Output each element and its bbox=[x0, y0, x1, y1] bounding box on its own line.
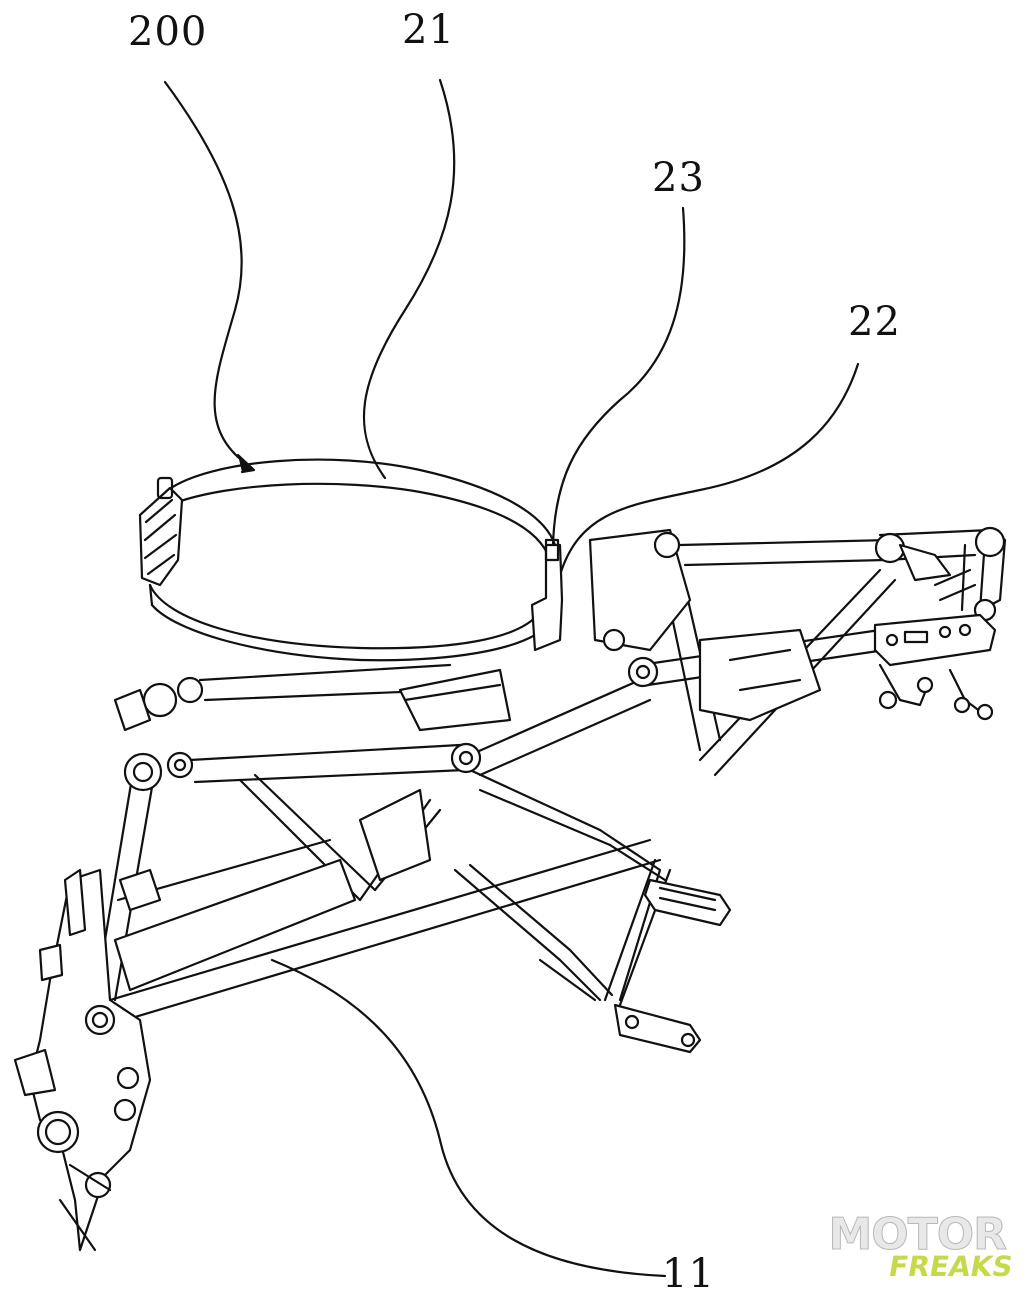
reference-label-21: 21 bbox=[402, 7, 455, 53]
watermark-line2: FREAKS bbox=[885, 1250, 1015, 1283]
reference-label-23: 23 bbox=[652, 155, 705, 201]
strap-assembly bbox=[138, 458, 564, 662]
leader-11 bbox=[270, 958, 667, 1278]
strap-outer-top bbox=[166, 458, 557, 547]
frame-joints bbox=[123, 526, 1006, 792]
leader-200 bbox=[163, 80, 254, 470]
leader-23 bbox=[551, 206, 686, 547]
strap-end-left bbox=[148, 583, 154, 607]
watermark-line1: MOTOR bbox=[828, 1209, 1007, 1260]
leader-200-arrow bbox=[236, 453, 256, 474]
bracket-23 bbox=[530, 543, 564, 652]
watermark-logo: MOTOR FREAKS bbox=[828, 1212, 1015, 1287]
leader-22 bbox=[558, 362, 860, 577]
reference-label-22: 22 bbox=[848, 299, 901, 345]
strap-inner-top bbox=[170, 482, 552, 562]
rear-bracket bbox=[873, 543, 997, 721]
frame-tubes bbox=[93, 528, 1007, 1022]
reference-label-11: 11 bbox=[662, 1251, 715, 1297]
reference-label-200: 200 bbox=[128, 9, 208, 55]
strap-inner-bottom bbox=[150, 603, 547, 662]
strap-outer-bottom bbox=[148, 583, 542, 650]
leader-21 bbox=[362, 78, 456, 480]
front-casting bbox=[13, 688, 162, 1252]
leader-lines bbox=[163, 78, 860, 1278]
buckle bbox=[138, 486, 184, 587]
footpeg bbox=[613, 878, 732, 1054]
